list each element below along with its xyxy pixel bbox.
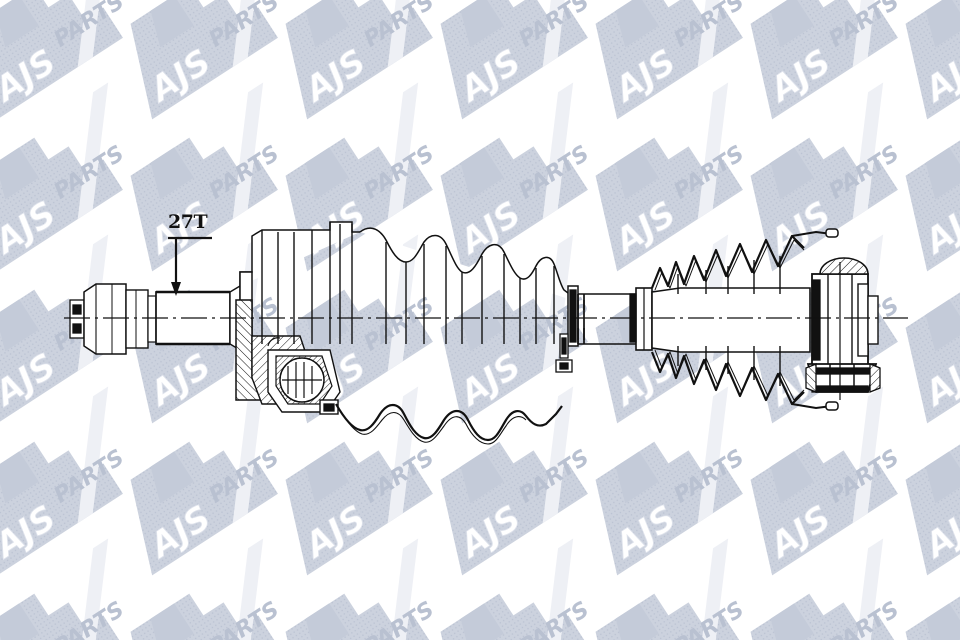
outer-cv-housing bbox=[805, 257, 881, 400]
spline-leader-line bbox=[168, 236, 212, 296]
cv-boot-bellows bbox=[335, 227, 573, 445]
retaining-nut-assembly bbox=[69, 283, 157, 355]
right-shaft-collar bbox=[629, 287, 811, 353]
break-symbol bbox=[577, 294, 585, 344]
boot-clamp-large bbox=[555, 285, 579, 373]
